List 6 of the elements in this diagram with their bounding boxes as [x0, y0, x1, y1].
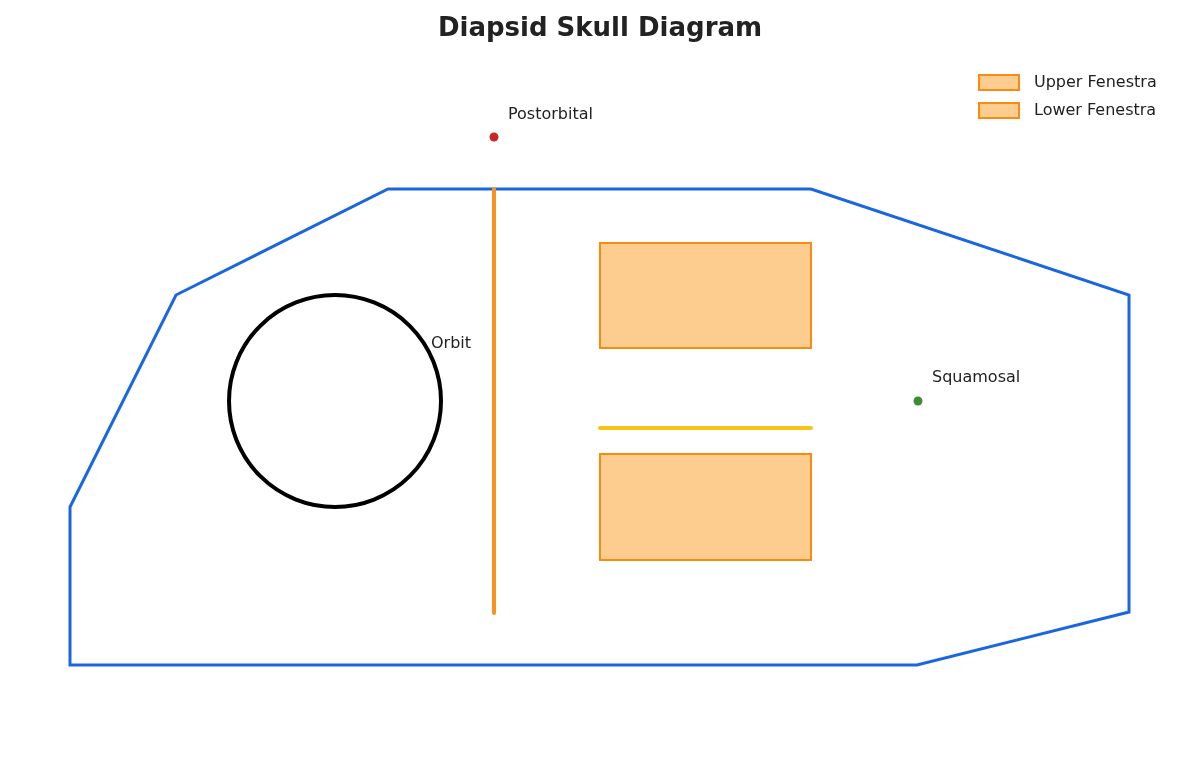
title: Diapsid Skull Diagram — [436, 12, 764, 42]
legend-label: Lower Fenestra — [1034, 100, 1157, 119]
legend-label: Upper Fenestra — [1034, 72, 1157, 91]
part-label: Orbit — [431, 333, 472, 352]
part-label: Postorbital — [508, 104, 593, 123]
part-label: Squamosal — [932, 367, 1021, 386]
